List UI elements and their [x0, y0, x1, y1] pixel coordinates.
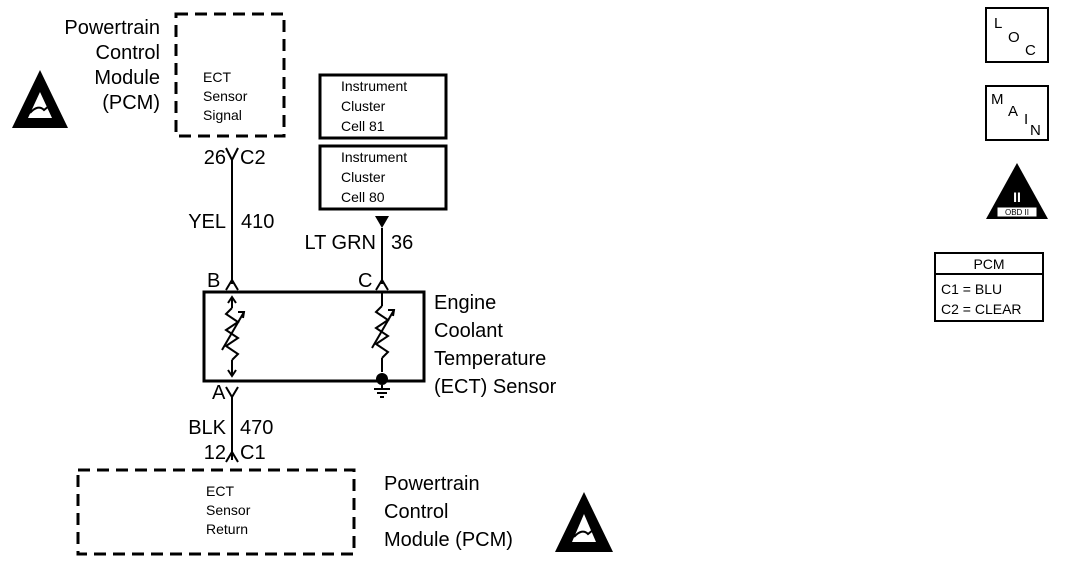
- pcm-bottom-box: [76, 468, 356, 556]
- ect-sensor-title-line: (ECT) Sensor: [434, 376, 557, 398]
- ground-icon: [374, 373, 390, 398]
- pcm-top-title-line: Powertrain: [64, 17, 160, 39]
- pcm-bottom-inner-line: Return: [206, 521, 249, 537]
- cluster-81-line: Cluster: [341, 98, 386, 114]
- main-letter-a: A: [1008, 103, 1018, 120]
- pin-c-label: C: [358, 270, 373, 292]
- pcm-top-inner-line: ECT: [203, 69, 231, 85]
- pin-b-label: B: [207, 270, 221, 292]
- pin-a-label: A: [212, 382, 226, 404]
- cluster-81-line: Cell 81: [341, 118, 385, 134]
- ect-sensor-title-line: Engine: [434, 292, 497, 314]
- cluster-80-line: Cluster: [341, 169, 386, 185]
- legend-line-2: C2 = CLEAR: [941, 301, 1022, 317]
- connector-c1-mark: [225, 450, 239, 463]
- connector-c2-label: C2: [240, 147, 266, 169]
- pcm-bottom-title-line: Module (PCM): [384, 529, 513, 551]
- wire-signal-color: YEL: [188, 211, 226, 233]
- pcm-top-inner: ECT Sensor Signal: [203, 68, 273, 125]
- ect-sensor-title: Engine Coolant Temperature (ECT) Sensor: [434, 289, 556, 401]
- pcm-top-title-line: (PCM): [102, 92, 160, 114]
- cluster-80-line: Instrument: [341, 149, 408, 165]
- connector-c1-label: C1: [240, 442, 266, 464]
- connector-c2-mark: [225, 147, 239, 163]
- thermistor-icon: [371, 292, 396, 372]
- pin-12-label: 12: [203, 442, 226, 464]
- ect-sensor-title-line: Coolant: [434, 320, 503, 342]
- loc-badge: [985, 7, 1049, 63]
- esd-warning-icon: [12, 70, 68, 128]
- legend-box: [934, 252, 1044, 322]
- legend-title: PCM: [973, 256, 1004, 272]
- loc-letter-o: O: [1008, 29, 1020, 46]
- cluster-81-box: [318, 73, 448, 140]
- pin-c-mark: [375, 278, 389, 291]
- cluster-80-label: Instrument Cluster Cell 80: [341, 147, 441, 207]
- wire-return-circuit: 470: [240, 417, 274, 439]
- loc-letter-c: C: [1025, 42, 1036, 59]
- pcm-bottom-inner-line: Sensor: [206, 502, 251, 518]
- arrow-down-icon: [375, 216, 389, 228]
- pcm-top-title-line: Module: [94, 67, 160, 89]
- pin-b-mark: [225, 278, 239, 291]
- pcm-top-title: Powertrain Control Module (PCM): [20, 16, 160, 116]
- obd-numeral: II: [1013, 189, 1021, 205]
- wire-cluster-circuit: 36: [391, 232, 414, 254]
- cluster-81-label: Instrument Cluster Cell 81: [341, 76, 441, 136]
- obd-label: OBD II: [1005, 208, 1029, 217]
- ect-sensor-title-line: Temperature: [434, 348, 547, 370]
- cluster-81-line: Instrument: [341, 78, 408, 94]
- pin-26-label: 26: [203, 147, 226, 169]
- pcm-top-inner-line: Sensor: [203, 88, 248, 104]
- pcm-bottom-inner-line: ECT: [206, 483, 234, 499]
- wire-signal-circuit: 410: [241, 211, 275, 233]
- wire-cluster-color: LT GRN: [304, 232, 377, 254]
- main-letter-i: I: [1024, 111, 1028, 128]
- pcm-bottom-title-line: Powertrain: [384, 473, 480, 495]
- pcm-top-title-line: Control: [95, 42, 160, 64]
- esd-warning-icon: [555, 492, 613, 552]
- loc-letter-l: L: [994, 15, 1002, 32]
- ect-sensor-box: [202, 290, 426, 383]
- pcm-bottom-title: Powertrain Control Module (PCM): [384, 470, 513, 554]
- obd-ii-icon: [986, 163, 1048, 219]
- pcm-bottom-title-line: Control: [384, 501, 449, 523]
- main-badge: [985, 85, 1049, 141]
- cluster-80-box: [318, 144, 448, 211]
- thermistor-icon: [221, 295, 246, 378]
- pcm-top-inner-line: Signal: [203, 107, 242, 123]
- pcm-top-box: [174, 12, 286, 138]
- legend-line-1: C1 = BLU: [941, 281, 1002, 297]
- main-letter-n: N: [1030, 122, 1041, 139]
- cluster-80-line: Cell 80: [341, 189, 385, 205]
- pcm-bottom-inner: ECT Sensor Return: [206, 482, 286, 539]
- wire-return-color: BLK: [188, 417, 226, 439]
- main-letter-m: M: [991, 91, 1004, 108]
